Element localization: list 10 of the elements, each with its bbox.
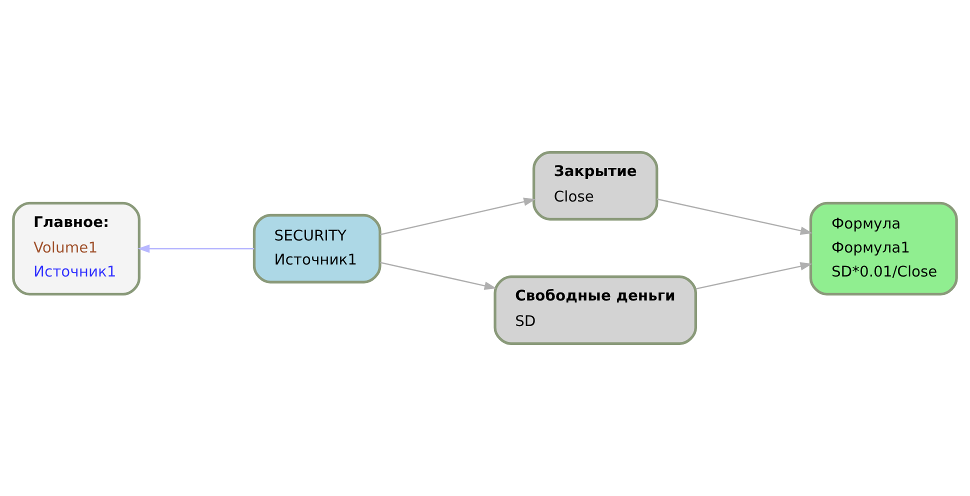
arrow — [380, 198, 536, 236]
node-box: Свободные деньги SD — [494, 275, 698, 345]
node-box: Закрытие Close — [532, 151, 658, 221]
arrow — [656, 198, 813, 235]
arrow — [138, 244, 254, 253]
node-box: SECURITY Источник1 — [252, 214, 382, 284]
arrow — [380, 262, 496, 290]
node-box: Главное: Volume1 Источник1 — [12, 202, 141, 296]
arrow — [696, 262, 812, 290]
node-box: Формула Формула1 SD*0.01/Close — [809, 202, 958, 296]
